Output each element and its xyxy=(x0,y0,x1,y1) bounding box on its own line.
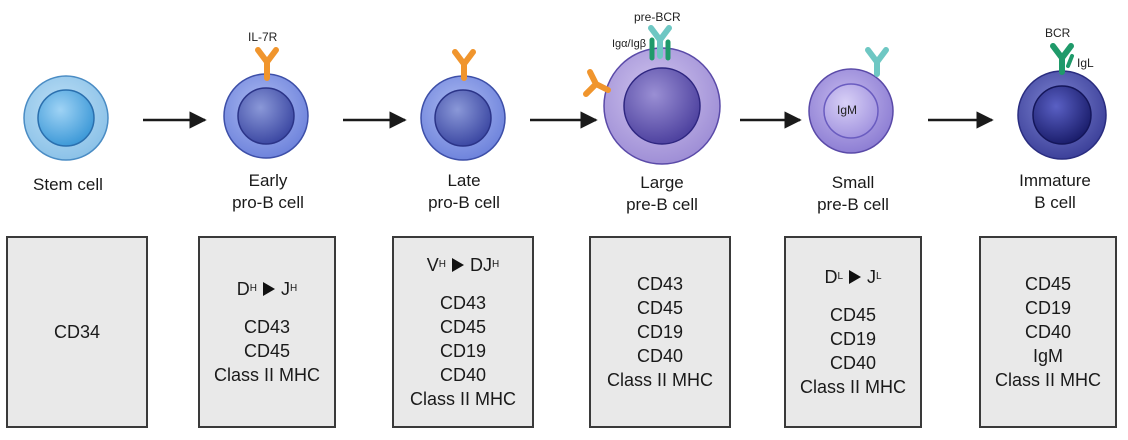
pre-bcr-receptor-icon xyxy=(648,25,672,59)
marker-item: CD19 xyxy=(1024,298,1072,318)
stem-cell-icon xyxy=(23,75,109,161)
bcr-label: BCR xyxy=(1045,26,1071,40)
igm-inner-label: IgM xyxy=(837,103,858,117)
immature-b-cell-icon xyxy=(1017,70,1107,160)
early-pro-b-cell-icon xyxy=(223,73,309,159)
marker-item: CD45 xyxy=(829,305,877,325)
igl-label: IgL xyxy=(1077,56,1094,70)
stage-label-small-pre-b: Small pre-B cell xyxy=(817,173,889,214)
marker-item: CD45 xyxy=(636,298,684,318)
marker-item: CD40 xyxy=(1024,322,1072,342)
marker-item: CD19 xyxy=(829,329,877,349)
stage-label-early-pro-b: Early pro-B cell xyxy=(232,171,304,212)
bcr-receptor-icon xyxy=(1050,43,1074,75)
stage-label-late-pro-b: Late pro-B cell xyxy=(428,171,500,212)
marker-item: CD43 xyxy=(243,317,291,337)
marker-item: CD45 xyxy=(243,341,291,361)
ig-alpha-beta-label: Igα/Igβ xyxy=(612,38,647,50)
marker-item: IgM xyxy=(1032,346,1063,366)
marker-item: CD45 xyxy=(439,317,487,337)
marker-item: CD34 xyxy=(53,322,101,342)
il-7r-receptor-icon xyxy=(255,47,279,81)
receptor-teal-icon xyxy=(865,47,889,77)
marker-item: Class II MHC xyxy=(409,389,516,409)
marker-item: Class II MHC xyxy=(994,370,1101,390)
marker-item: CD40 xyxy=(439,365,487,385)
receptor-orange-icon xyxy=(452,49,476,81)
stage-label-stem-cell: Stem cell xyxy=(33,175,103,194)
marker-item: CD43 xyxy=(636,274,684,294)
small-pre-b-cell-icon xyxy=(808,68,894,154)
marker-box-large-pre-b: CD43 CD45 CD19 CD40 Class II MHC xyxy=(589,236,731,428)
marker-item: CD45 xyxy=(1024,274,1072,294)
marker-item: Class II MHC xyxy=(606,370,713,390)
rearrangement-arrow-icon xyxy=(849,270,861,284)
marker-item: Class II MHC xyxy=(799,377,906,397)
marker-item: CD40 xyxy=(829,353,877,373)
igl-chain-icon xyxy=(1066,54,1074,68)
pre-bcr-label: pre-BCR xyxy=(634,10,681,24)
stage-label-large-pre-b: Large pre-B cell xyxy=(626,173,698,214)
il-7r-label: IL-7R xyxy=(248,30,278,44)
receptor-orange-side-icon xyxy=(583,69,611,97)
marker-item: Class II MHC xyxy=(213,365,320,385)
rearrangement-arrow-icon xyxy=(263,282,275,296)
marker-box-immature-b: CD45 CD19 CD40 IgM Class II MHC xyxy=(979,236,1117,428)
marker-box-stem-cell: CD34 xyxy=(6,236,148,428)
ig-alpha-beta-icon xyxy=(649,37,671,61)
rearrangement-arrow-icon xyxy=(452,258,464,272)
stage-label-immature-b: Immature B cell xyxy=(1019,171,1091,212)
marker-item: CD43 xyxy=(439,293,487,313)
late-pro-b-cell-icon xyxy=(420,75,506,161)
large-pre-b-cell-icon xyxy=(603,47,721,165)
marker-item: CD19 xyxy=(636,322,684,342)
marker-item: CD19 xyxy=(439,341,487,361)
marker-item: CD40 xyxy=(636,346,684,366)
